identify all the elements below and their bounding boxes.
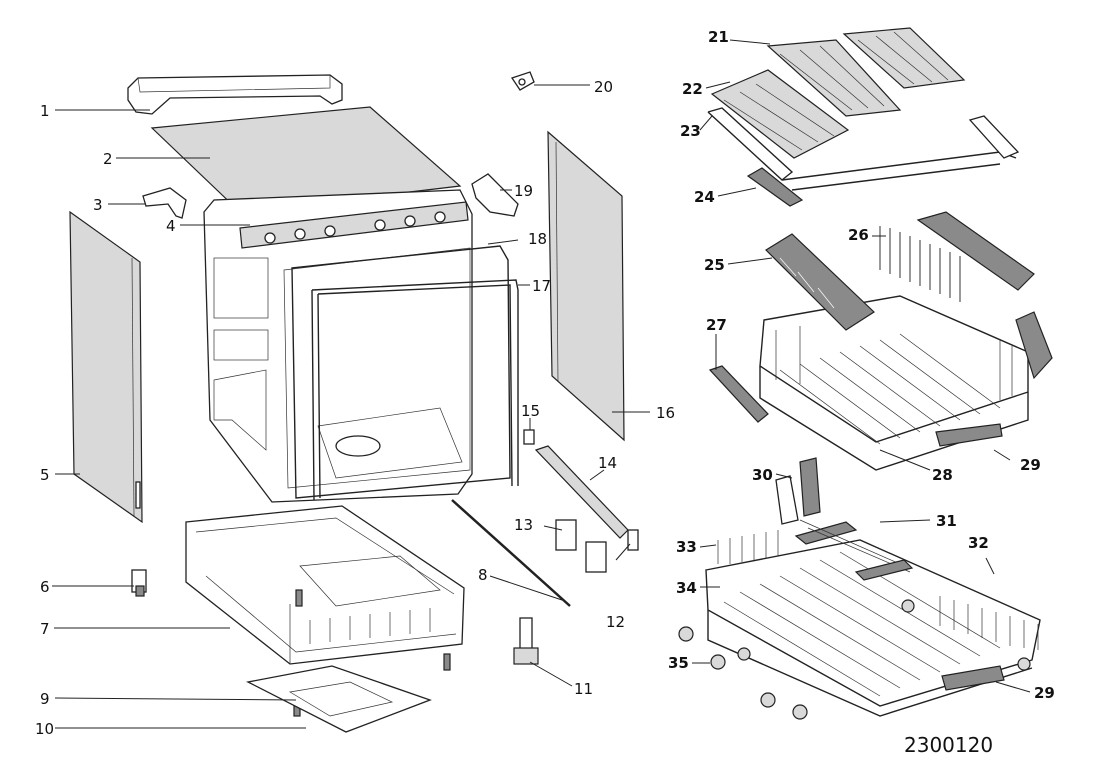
callout-9: 9 [40,690,50,708]
callout-28: 28 [932,466,953,484]
part-31-tine-row [794,519,914,581]
callout-16: 16 [656,404,675,422]
part-30-holders [775,457,821,525]
callout-10: 10 [35,720,54,738]
part-27-clip-rail [708,365,769,423]
callout-21: 21 [708,28,729,46]
callout-35: 35 [668,654,689,672]
callout-25: 25 [704,256,725,274]
part-2-worktop-panel [150,106,462,213]
part-6-valve [131,569,147,597]
part-13-hinges [555,519,607,573]
callout-15: 15 [521,402,540,420]
callout-30: 30 [752,466,773,484]
part-1-top-trim [127,74,343,115]
part-35-wheels [678,599,1031,720]
callout-29-lower: 29 [1034,684,1055,702]
tub-body [203,189,473,503]
part-15-clip [523,429,535,445]
callout-7: 7 [40,620,50,638]
callout-34: 34 [676,579,697,597]
part-16-right-side-panel [547,130,625,442]
callout-17: 17 [532,277,551,295]
callout-14: 14 [598,454,617,472]
callout-1: 1 [40,102,50,120]
callout-19: 19 [514,182,533,200]
part-10-base-plate [246,665,432,733]
callout-11: 11 [574,680,593,698]
callout-12: 12 [606,613,625,631]
part-17-seal [311,279,519,501]
leader-lines [52,39,1031,729]
callout-3: 3 [93,196,103,214]
part-7-base-frame [185,505,465,665]
part-34-lower-basket [705,539,1041,717]
callout-24: 24 [694,188,715,206]
drawing-code: 2300120 [904,733,993,757]
part-29-handle-lower [941,665,1005,691]
callout-6: 6 [40,578,50,596]
part-3-bracket [142,187,187,219]
callout-33: 33 [676,538,697,556]
part-26-tine-rack [879,211,1053,380]
part-24-clip [746,167,804,207]
part-33-tine-row [717,530,779,564]
part-25-fold-rack [765,233,875,331]
part-29-handle-upper [935,423,1003,447]
callout-18: 18 [528,230,547,248]
part-11-foot [513,617,539,665]
part-28-upper-basket [759,295,1029,471]
callout-26: 26 [848,226,869,244]
callout-5: 5 [40,466,50,484]
part-22-cutlery-tray [710,69,850,159]
part-20-clip [510,71,535,91]
callout-27: 27 [706,316,727,334]
callout-32: 32 [968,534,989,552]
part-8-rod [451,499,571,607]
part-32-tine-row [939,596,1039,650]
part-21-cutlery-tray [766,27,966,117]
callout-2: 2 [103,150,113,168]
callout-4: 4 [166,217,176,235]
callout-20: 20 [594,78,613,96]
part-18-seal [291,245,511,499]
part-23-tray-frame [707,107,1020,191]
callout-13: 13 [514,516,533,534]
callout-29-upper: 29 [1020,456,1041,474]
part-5-left-side-panel [69,210,143,524]
callout-labels: 1 2 3 4 5 6 7 8 9 10 11 12 13 14 15 16 1… [35,28,1055,757]
part-19-bracket [471,173,519,217]
part-12-clip [627,529,639,551]
callout-8: 8 [478,566,488,584]
callout-31: 31 [936,512,957,530]
callout-23: 23 [680,122,701,140]
callout-22: 22 [682,80,703,98]
